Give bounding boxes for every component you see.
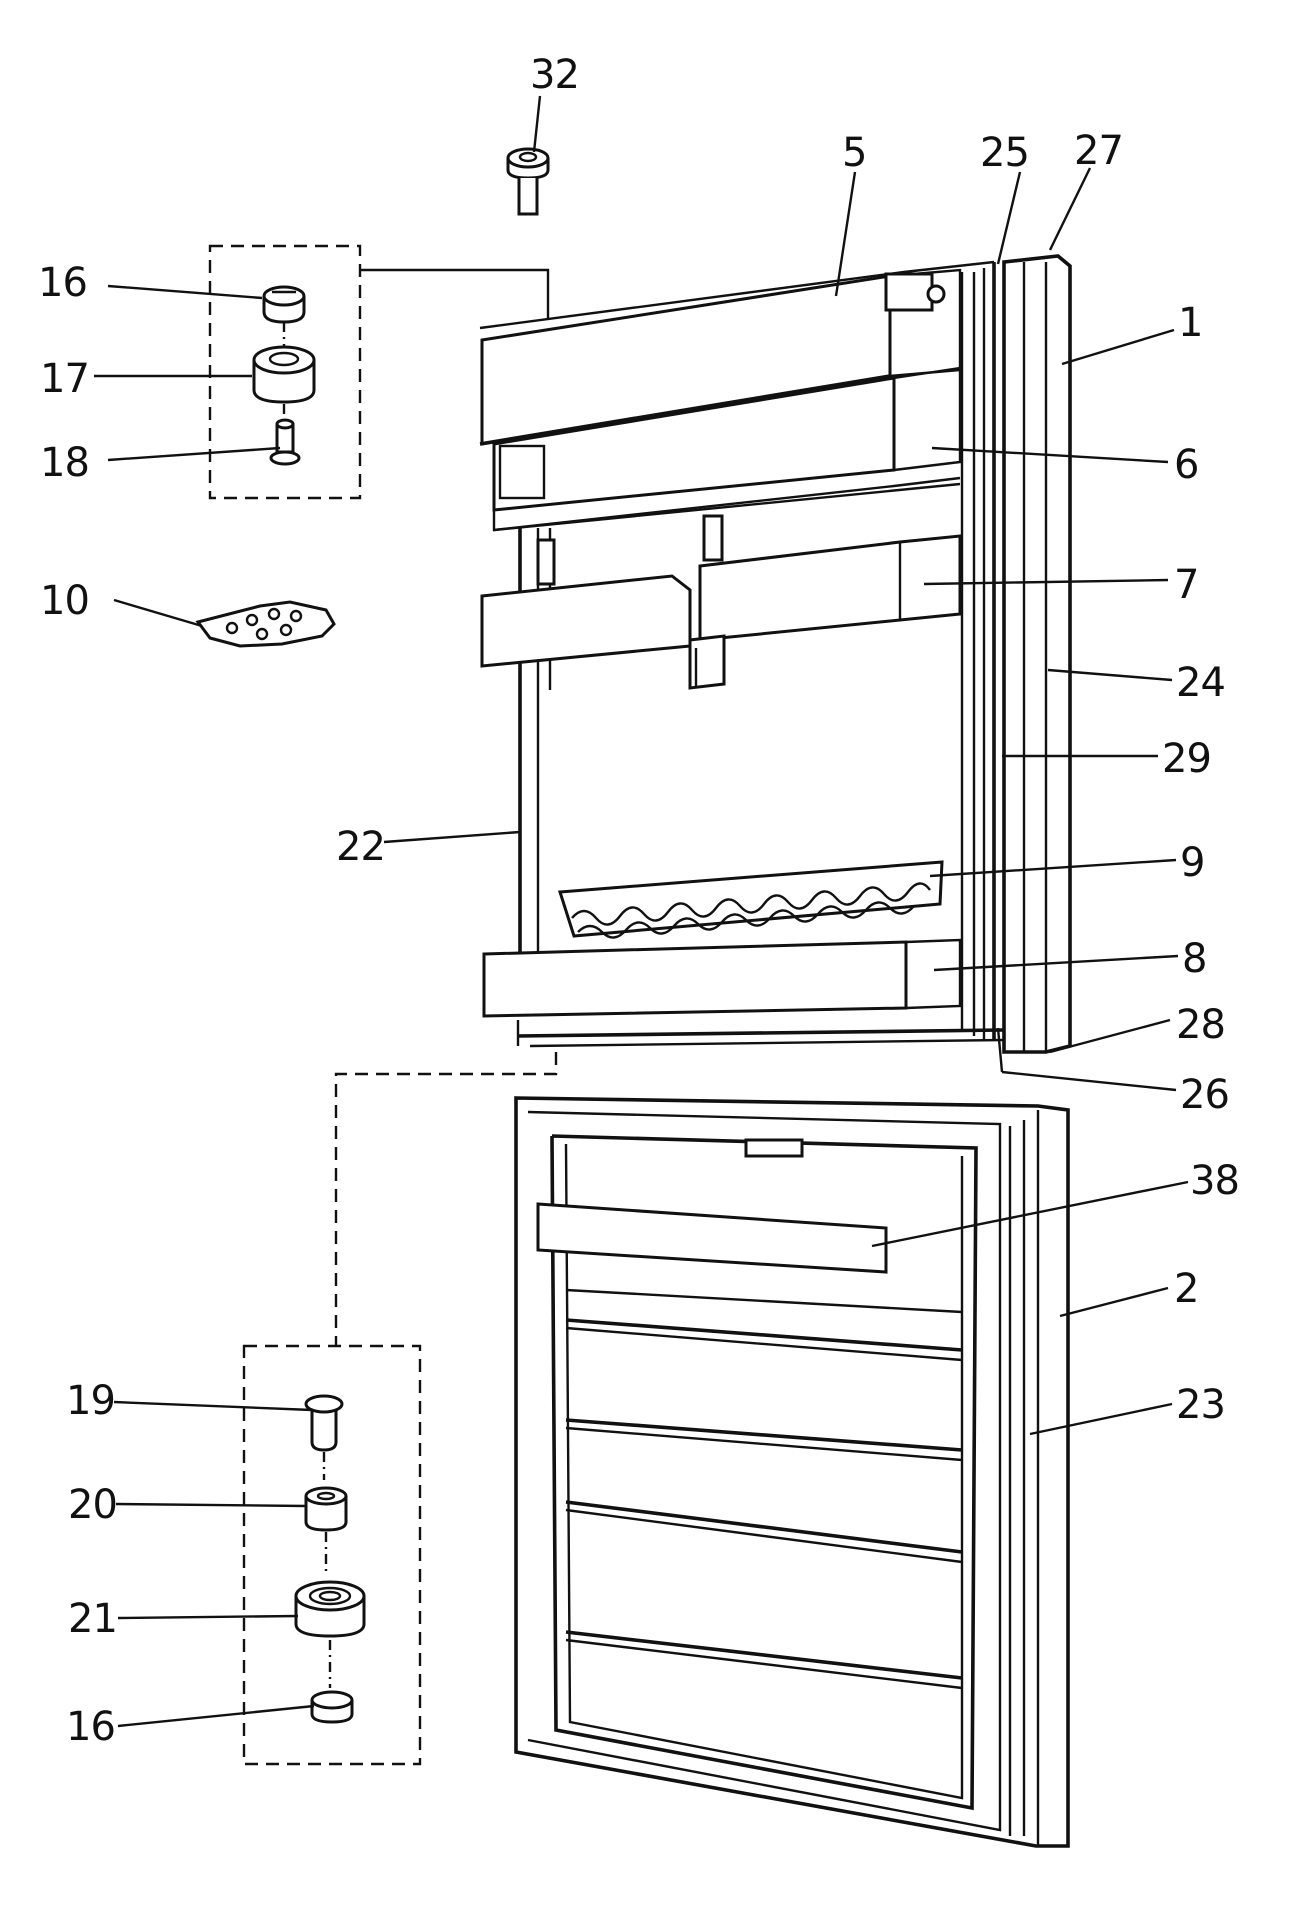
label-2: 2 xyxy=(1174,1266,1198,1312)
label-26: 26 xyxy=(1180,1072,1229,1118)
part-16-cap-top xyxy=(262,285,306,324)
part-5-top-compartment xyxy=(479,268,962,446)
part-10-plate xyxy=(195,600,336,648)
part-8-shelf xyxy=(482,938,962,1018)
label-6: 6 xyxy=(1174,442,1198,488)
label-22: 22 xyxy=(336,824,385,870)
label-28: 28 xyxy=(1176,1002,1225,1048)
bracket-left xyxy=(536,538,556,586)
leader-lines xyxy=(94,95,1189,1728)
label-18: 18 xyxy=(40,440,89,486)
part-17-bushing xyxy=(252,345,316,404)
part-38-bar xyxy=(536,1202,888,1274)
label-25: 25 xyxy=(980,130,1029,176)
lower-hinge-group xyxy=(242,1344,422,1766)
part-20-spacer xyxy=(304,1486,348,1532)
part-16-cap-bottom xyxy=(310,1690,354,1724)
part-32-screw xyxy=(506,147,550,216)
label-24: 24 xyxy=(1176,660,1225,706)
part-21-bushing xyxy=(294,1580,366,1638)
label-10: 10 xyxy=(40,578,89,624)
callout-labels: 32 5 25 27 16 17 18 1 6 10 7 24 29 22 9 … xyxy=(38,52,1240,1750)
label-8: 8 xyxy=(1182,936,1206,982)
label-16-top: 16 xyxy=(38,260,87,306)
lower-door xyxy=(514,1096,1070,1848)
part-9-egg-tray xyxy=(557,860,944,939)
label-20: 20 xyxy=(68,1482,117,1528)
label-27: 27 xyxy=(1074,128,1123,174)
label-7: 7 xyxy=(1174,562,1198,608)
part-18-pin xyxy=(269,418,301,466)
label-23: 23 xyxy=(1176,1382,1225,1428)
label-32: 32 xyxy=(530,52,579,98)
label-1: 1 xyxy=(1178,300,1202,346)
label-29: 29 xyxy=(1162,736,1211,782)
part-7-shelf xyxy=(480,534,962,690)
label-19: 19 xyxy=(66,1378,115,1424)
label-17: 17 xyxy=(40,356,89,402)
part-6-shelf xyxy=(492,366,962,532)
upper-hinge-group xyxy=(208,244,550,500)
part-19-pin xyxy=(304,1394,344,1452)
label-21: 21 xyxy=(68,1596,117,1642)
bracket-center xyxy=(702,514,724,562)
label-16-bottom: 16 xyxy=(66,1704,115,1750)
label-9: 9 xyxy=(1180,840,1204,886)
lower-hinge-leader xyxy=(334,1052,558,1346)
label-38: 38 xyxy=(1190,1158,1239,1204)
label-5: 5 xyxy=(842,130,866,176)
